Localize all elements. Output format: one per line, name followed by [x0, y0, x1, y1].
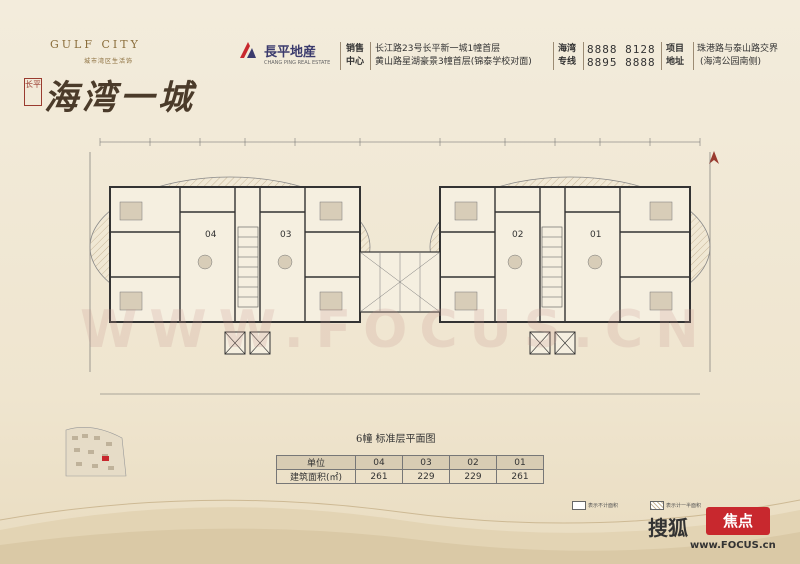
plan-title: 6幢 标准层平面图	[356, 434, 436, 445]
legend-label-no-area: 表示不计面积	[588, 503, 619, 509]
divider	[370, 42, 371, 70]
divider	[583, 42, 584, 70]
sales-address-2: 黄山路星湖豪景3幢首层(锦泰学校对面)	[375, 57, 532, 67]
site-name-cn: 搜狐	[648, 516, 688, 540]
divider	[693, 42, 694, 70]
sales-label-1: 销售	[346, 44, 365, 54]
table-cell: 261	[496, 469, 544, 484]
legend-label-half-area: 表示计一半面积	[666, 503, 702, 509]
table-header-cell: 03	[402, 455, 450, 470]
unit-label-04: 04	[205, 230, 217, 240]
developer-name: 長平地産	[264, 44, 317, 60]
hotline-label-2: 专线	[558, 57, 577, 67]
project-address-1: 珠港路与泰山路交界	[697, 44, 779, 54]
legend-swatch-no-area	[572, 501, 586, 510]
site-url: www.FOCUS.cn	[690, 540, 776, 551]
phone-number-2: 8895 8888	[587, 56, 656, 69]
developer-brand: 長平地産	[238, 40, 316, 60]
table-header-cell: 01	[496, 455, 544, 470]
area-table: 单位 04 03 02 01 建筑面积(㎡) 261 229 229 261	[276, 455, 544, 484]
phone-number-1: 8888 8128	[587, 43, 656, 56]
logo-chinese: 海湾一城	[44, 78, 196, 118]
logo-english: GULF CITY	[50, 38, 141, 51]
site-map-thumbnail	[65, 427, 127, 477]
table-row: 建筑面积(㎡) 261 229 229 261	[276, 469, 544, 484]
sales-address-1: 长江路23号长平新一城1幢首层	[375, 44, 501, 54]
project-label-2: 地址	[666, 57, 685, 67]
project-label-1: 项目	[666, 44, 685, 54]
watermark: WWW.FOCUS.CN	[80, 300, 711, 360]
logo-seal: 长平	[24, 78, 42, 106]
legend-swatch-half-area	[650, 501, 664, 510]
site-badge: 焦点	[706, 507, 770, 535]
divider	[340, 42, 341, 70]
unit-label-03: 03	[280, 230, 291, 240]
logo-tagline: 城市湾区生活饰	[84, 58, 134, 65]
sales-label-2: 中心	[346, 57, 365, 67]
divider	[553, 42, 554, 70]
decorative-wave	[0, 499, 800, 564]
north-arrow-icon	[707, 150, 721, 169]
hotline-label-1: 海湾	[558, 44, 577, 54]
developer-logo-icon	[238, 40, 258, 60]
table-cell: 229	[402, 469, 450, 484]
table-header-cell: 02	[449, 455, 497, 470]
floor-plan-drawing: 04 03 02 01	[89, 138, 711, 395]
divider	[661, 42, 662, 70]
unit-label-02: 02	[512, 230, 523, 240]
table-row-label: 建筑面积(㎡)	[276, 469, 356, 484]
table-header-cell: 04	[355, 455, 403, 470]
table-header-row: 单位 04 03 02 01	[276, 455, 544, 470]
unit-label-01: 01	[590, 230, 601, 240]
table-header-cell: 单位	[276, 455, 356, 470]
developer-english: CHANG PING REAL ESTATE	[264, 60, 331, 66]
project-address-2: (海湾公园南侧)	[700, 57, 762, 67]
